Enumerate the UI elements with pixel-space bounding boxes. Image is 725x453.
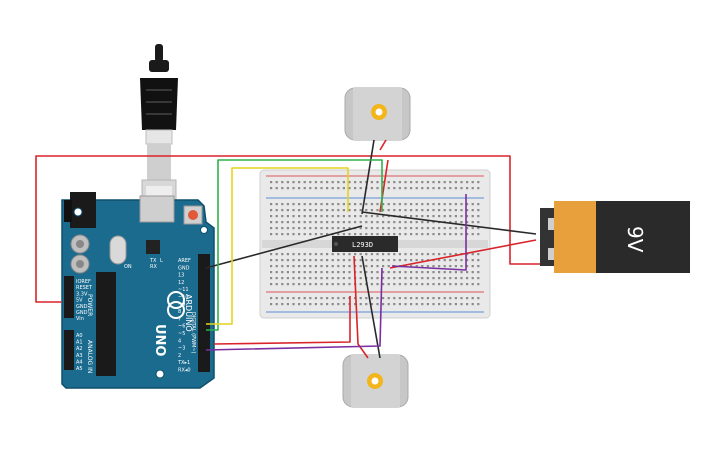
tx-label: TX: [149, 258, 157, 264]
digital-header-title: DIGITAL (PWM~): [190, 312, 196, 354]
analog-pin-label: A0: [76, 333, 83, 339]
digital-pin-label: ~9: [178, 302, 185, 308]
board-model-label: UNO: [152, 324, 167, 357]
wire-black-motor-top[interactable]: [361, 139, 375, 215]
usb-plug-icon[interactable]: [140, 44, 178, 223]
wire-black-motor-bottom[interactable]: [361, 255, 381, 359]
analog-pin-label: A3: [76, 353, 83, 359]
power-pin-label: RESET: [76, 285, 93, 291]
digital-pin-label: 12: [178, 280, 184, 286]
digital-pin-label: ~10: [178, 295, 189, 301]
motor-icon[interactable]: [344, 87, 411, 141]
power-pin-label: IOREF: [76, 279, 91, 285]
power-pin-label: GND: [76, 310, 88, 316]
chip-label: L293D: [352, 241, 373, 249]
digital-pin-label: RX◂0: [178, 368, 191, 374]
digital-pin-label: AREF: [178, 258, 191, 264]
motor-icon[interactable]: [342, 354, 409, 408]
analog-pin-label: A4: [76, 359, 83, 365]
power-pin-label: 5V: [76, 298, 83, 304]
power-header-title: POWER: [86, 294, 93, 316]
wire-purple-b[interactable]: [391, 194, 467, 271]
digital-pin-label: ~5: [178, 331, 185, 337]
arduino-board-icon[interactable]: [61, 192, 215, 389]
digital-pin-label: ~6: [178, 324, 185, 330]
on-label: ON: [124, 264, 132, 270]
power-pin-label: Vin: [76, 316, 84, 322]
wire-red-motor-top[interactable]: [379, 139, 387, 151]
wire-yellow[interactable]: [206, 167, 349, 325]
power-pin-label: 3.3V: [76, 291, 88, 297]
power-pin-label: GND: [76, 304, 88, 310]
digital-pin-label: 2: [178, 353, 181, 359]
digital-pin-label: 8: [178, 309, 181, 315]
wire-red-battery[interactable]: [389, 239, 537, 269]
analog-pin-label: A1: [76, 340, 83, 346]
digital-pin-label: TX▸1: [177, 360, 190, 366]
rx-label: RX: [150, 264, 157, 270]
wire-purple-a[interactable]: [205, 267, 383, 351]
battery-label: 9V: [623, 226, 647, 253]
digital-pin-label: GND: [178, 265, 190, 271]
digital-pin-label: 7: [178, 316, 181, 322]
analog-pin-label: A2: [76, 346, 83, 352]
digital-pin-label: ~3: [178, 346, 185, 352]
wire-green[interactable]: [206, 159, 383, 331]
battery-icon[interactable]: [540, 201, 690, 273]
wires: [35, 139, 540, 359]
wire-red-power[interactable]: [35, 155, 540, 303]
wire-red-motor-bottom[interactable]: [353, 255, 369, 359]
digital-pin-label: 4: [178, 338, 181, 344]
analog-header-title: ANALOG IN: [86, 340, 93, 373]
chip-icon[interactable]: [332, 236, 398, 252]
digital-pin-label: ~11: [178, 287, 189, 293]
board-brand-label: ARDUINO: [184, 294, 193, 332]
digital-pin-label: 13: [178, 273, 184, 279]
wire-red-d6[interactable]: [213, 296, 351, 345]
l-label: L: [160, 258, 163, 264]
wire-black-battery[interactable]: [361, 211, 537, 235]
analog-pin-label: A5: [76, 366, 83, 372]
